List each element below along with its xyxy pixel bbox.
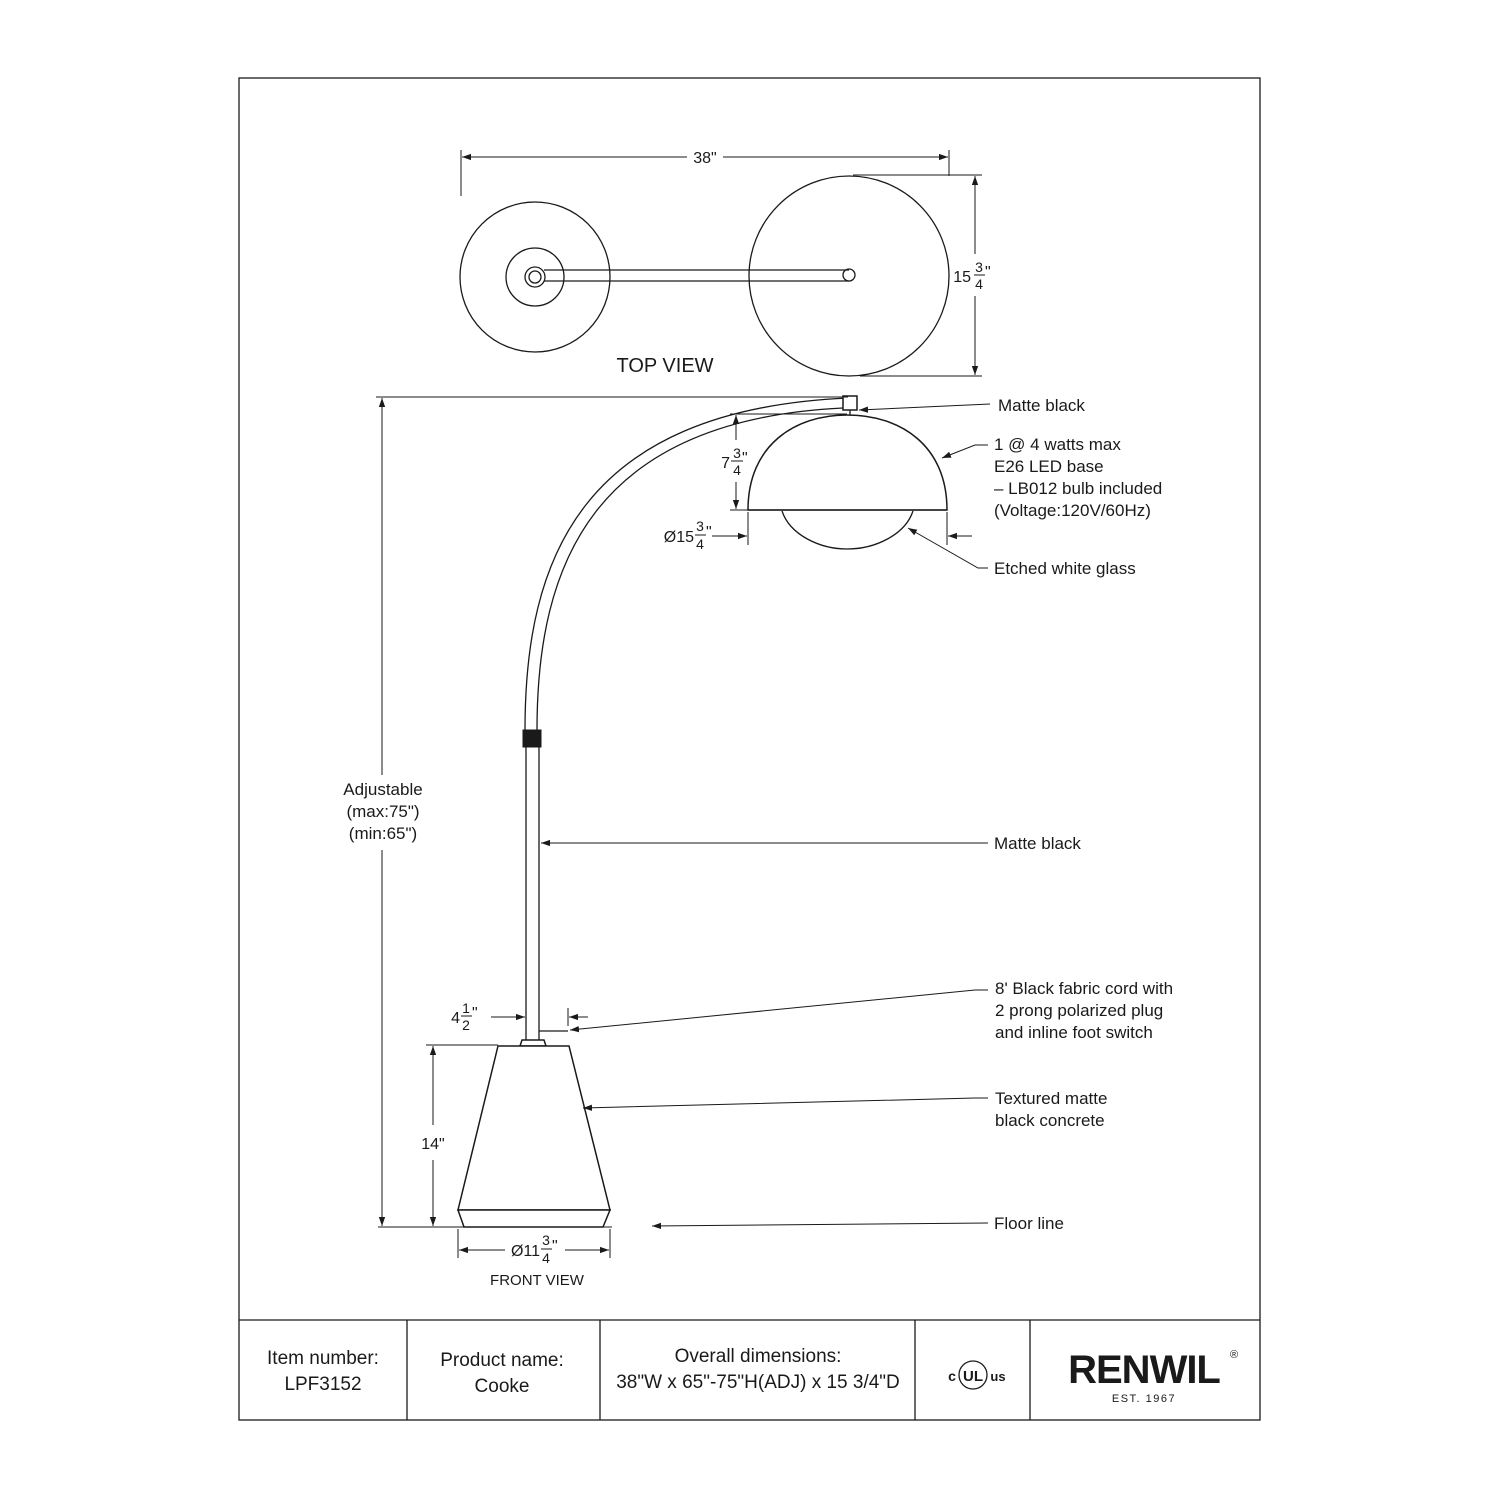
- shade-dia-numerator: 3: [696, 518, 704, 534]
- base-dia-unit: ": [552, 1238, 558, 1255]
- overall-dimensions-value: 38"W x 65"-75"H(ADJ) x 15 3/4"D: [616, 1372, 900, 1393]
- ul-circle: [958, 1360, 988, 1390]
- top-view: 38" 15 3 4 " TOP VIEW: [459, 146, 997, 377]
- callout-bulb-line2: E26 LED base: [994, 457, 1104, 476]
- overall-dimensions-label: Overall dimensions:: [675, 1346, 842, 1367]
- arm-cap: [842, 395, 858, 411]
- base-dia-whole: Ø11: [511, 1243, 540, 1260]
- renwil-logo: RENWIL ® EST. 1967: [1068, 1348, 1238, 1405]
- product-name-value: Cooke: [475, 1376, 530, 1397]
- shade-dia-unit: ": [706, 524, 712, 541]
- callouts: Matte black 1 @ 4 watts max E26 LED base…: [541, 396, 1173, 1233]
- cord-offset-denominator: 2: [462, 1017, 470, 1033]
- glass-diffuser: [781, 510, 914, 550]
- leader-cap-finish: [858, 403, 991, 413]
- callout-stem-finish: Matte black: [994, 834, 1081, 853]
- top-arm-end: [842, 268, 856, 282]
- top-stem-ring: [524, 266, 546, 288]
- shade-height-denominator: 4: [733, 462, 741, 478]
- top-width-text-gap: [687, 146, 723, 168]
- ul-c-mark: c: [948, 1368, 956, 1384]
- top-stem-core: [528, 270, 542, 284]
- callout-bulb-line1: 1 @ 4 watts max: [994, 435, 1121, 454]
- top-depth-denominator: 4: [975, 276, 983, 292]
- brand-established: EST. 1967: [1112, 1393, 1176, 1405]
- callout-glass: Etched white glass: [994, 559, 1136, 578]
- brand-registered-mark: ®: [1230, 1349, 1238, 1361]
- ul-us-mark: us: [990, 1369, 1005, 1384]
- top-width-dimension: 38": [693, 150, 716, 167]
- top-view-label: TOP VIEW: [616, 355, 713, 377]
- shade-dome: [747, 414, 948, 511]
- top-base-collar: [505, 247, 565, 307]
- title-block: Item number: LPF3152 Product name: Cooke…: [267, 1320, 1238, 1420]
- cord-offset-whole: 4: [451, 1010, 460, 1027]
- base-height-dimension: 14": [421, 1136, 444, 1153]
- shade-diameter-dimension: Ø15 3 4 ": [664, 518, 712, 552]
- item-number-label: Item number:: [267, 1348, 379, 1369]
- callout-base-line2: black concrete: [995, 1111, 1105, 1130]
- top-shade-disc: [748, 175, 950, 377]
- cord-offset-unit: ": [472, 1005, 478, 1022]
- adjustment-collar: [522, 729, 542, 748]
- callout-bulb-line4: (Voltage:120V/60Hz): [994, 501, 1151, 520]
- callout-base-line1: Textured matte: [995, 1089, 1107, 1108]
- front-view: Adjustable (max:75") (min:65") 7 3 4 " Ø…: [343, 395, 972, 1289]
- base-foot: [456, 1209, 612, 1228]
- shade-height-dimension: 7 3 4 ": [721, 445, 748, 478]
- base-dia-numerator: 3: [542, 1232, 550, 1248]
- base-collar: [518, 1039, 548, 1047]
- leader-bulb: [941, 444, 988, 459]
- front-view-label: FRONT VIEW: [490, 1272, 585, 1289]
- arc-arm-inner: [536, 407, 844, 731]
- cord-offset-numerator: 1: [462, 1000, 470, 1016]
- brand-name: RENWIL: [1068, 1348, 1220, 1392]
- shade-height-whole: 7: [721, 455, 730, 472]
- shade-dia-whole: Ø15: [664, 529, 694, 546]
- base-diameter-dimension: Ø11 3 4 ": [511, 1232, 558, 1266]
- top-depth-dimension: 15 3 4 ": [953, 259, 990, 292]
- callout-cord-line3: and inline foot switch: [995, 1023, 1153, 1042]
- callout-bulb-line3: – LB012 bulb included: [994, 479, 1162, 498]
- cord-offset-dimension: 4 1 2 ": [451, 1000, 478, 1033]
- shade-height-numerator: 3: [733, 445, 741, 461]
- top-depth-whole: 15: [953, 269, 971, 286]
- ul-mark: UL: [963, 1368, 983, 1385]
- callout-cord-line1: 8' Black fabric cord with: [995, 979, 1173, 998]
- item-number-value: LPF3152: [284, 1374, 361, 1395]
- callout-cap-finish: Matte black: [998, 396, 1085, 415]
- callout-cord-line2: 2 prong polarized plug: [995, 1001, 1163, 1020]
- top-depth-numerator: 3: [975, 259, 983, 275]
- callout-floor: Floor line: [994, 1214, 1064, 1233]
- height-label-line1: Adjustable: [343, 780, 422, 799]
- sheet-frame: [238, 77, 1261, 1421]
- base-dia-denominator: 4: [542, 1250, 550, 1266]
- height-label-line2: (max:75"): [346, 802, 419, 821]
- product-name-label: Product name:: [440, 1350, 564, 1371]
- shade-height-unit: ": [742, 450, 748, 467]
- leader-cord: [569, 989, 988, 1033]
- top-base-disc: [459, 201, 611, 353]
- shade-dia-denominator: 4: [696, 536, 704, 552]
- ul-listed-icon: c UL us: [948, 1360, 1006, 1390]
- leader-floor: [651, 1222, 989, 1230]
- arc-arm-outer: [524, 397, 849, 731]
- top-depth-unit: ": [985, 264, 991, 281]
- height-label-line3: (min:65"): [349, 824, 417, 843]
- leader-base: [582, 1097, 988, 1111]
- leader-glass: [907, 527, 988, 569]
- concrete-base: [457, 1045, 611, 1211]
